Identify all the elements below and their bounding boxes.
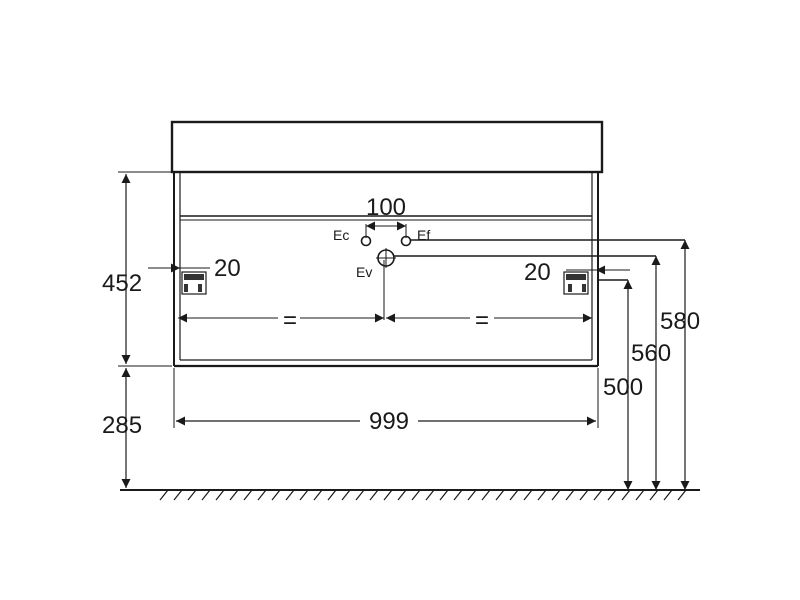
floor-hatch-mark	[453, 489, 463, 501]
floor-hatch-mark	[299, 489, 309, 501]
cabinet-body	[173, 172, 599, 368]
floor-hatch-mark	[159, 489, 169, 501]
floor-hatch-mark	[425, 489, 435, 501]
floor-hatch-mark	[369, 489, 379, 501]
floor-hatch-mark	[271, 489, 281, 501]
floor-hatch-mark	[495, 489, 505, 501]
floor-hatch-mark	[397, 489, 407, 501]
floor-hatch-mark	[341, 489, 351, 501]
floor-hatch-mark	[593, 489, 603, 501]
floor-hatch-mark	[635, 489, 645, 501]
equal-left-label: =	[283, 307, 297, 334]
floor-hatch-mark	[313, 489, 323, 501]
hot-supply-icon	[400, 235, 412, 247]
left-bracket-dimension-label: 20	[214, 255, 241, 282]
floor-hatch-mark	[579, 489, 589, 501]
floor-hatch-mark	[355, 489, 365, 501]
floor-clearance-label: 285	[102, 412, 142, 439]
floor-hatch-mark	[257, 489, 267, 501]
drain-icon	[376, 248, 396, 268]
floor-hatch-mark	[201, 489, 211, 501]
floor-hatch-mark	[523, 489, 533, 501]
supply-spacing-label: 100	[366, 194, 406, 221]
floor-hatch-mark	[481, 489, 491, 501]
floor-hatch-mark	[677, 489, 687, 501]
left-wall-bracket	[181, 271, 207, 295]
floor-hatch-mark	[537, 489, 547, 501]
floor-hatch-mark	[607, 489, 617, 501]
floor-hatch-mark	[467, 489, 477, 501]
floor-hatch-mark	[663, 489, 673, 501]
height-560-label: 560	[631, 340, 671, 367]
floor-hatch-mark	[565, 489, 575, 501]
floor-hatch-mark	[551, 489, 561, 501]
supply-spacing-dimension	[365, 221, 407, 238]
floor-hatch-mark	[439, 489, 449, 501]
floor-hatch-mark	[243, 489, 253, 501]
floor-hatch-mark	[215, 489, 225, 501]
floor-hatch-mark	[285, 489, 295, 501]
floor-hatch-mark	[229, 489, 239, 501]
total-width-label: 999	[369, 408, 409, 435]
body-height-label: 452	[102, 270, 142, 297]
floor-hatch-mark	[411, 489, 421, 501]
right-bracket-dimension-label: 20	[524, 259, 551, 286]
equal-right-label: =	[475, 307, 489, 334]
cold-supply-label: Ec	[333, 227, 349, 243]
height-580-label: 580	[660, 308, 700, 335]
hot-supply-label: Ef	[417, 227, 430, 243]
floor-hatch-mark	[187, 489, 197, 501]
floor-hatch-mark	[383, 489, 393, 501]
shelf-divider-dimension	[178, 260, 592, 323]
height-500-label: 500	[603, 374, 643, 401]
floor-hatch-mark	[649, 489, 659, 501]
floor-hatch-mark	[327, 489, 337, 501]
cold-supply-icon	[360, 235, 372, 247]
floor-hatch-mark	[621, 489, 631, 501]
drain-label: Ev	[356, 264, 372, 280]
height-leader-lines	[394, 239, 685, 281]
total-width-dimension	[173, 368, 599, 428]
body-height-dimension	[118, 171, 172, 367]
countertop	[170, 120, 604, 174]
right-wall-bracket	[563, 271, 589, 295]
floor-line	[120, 489, 700, 501]
floor-hatch-mark	[173, 489, 183, 501]
floor-hatch-mark	[509, 489, 519, 501]
